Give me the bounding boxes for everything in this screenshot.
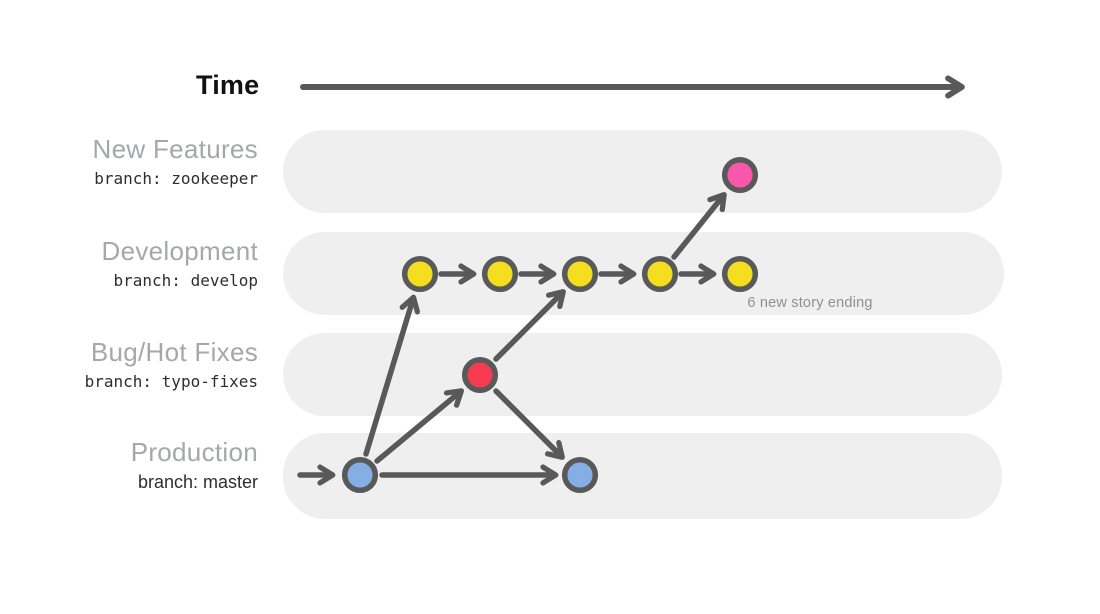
lane-title-development: Development [101,236,258,266]
lane-label-new-features: New Features branch: zookeeper [0,133,258,189]
lane-branch-typo-fixes: branch: typo-fixes [84,372,258,391]
commit-annotation: 6 new story ending [747,295,873,311]
lane-branch-develop: branch: develop [113,271,259,290]
lane-label-production: Production branch: master [0,436,258,492]
lane-title-bug-hot-fixes: Bug/Hot Fixes [90,337,258,367]
lane-title-production: Production [130,437,258,467]
time-axis-label: Time [196,70,260,100]
lane-label-development: Development branch: develop [0,235,259,291]
lane-production [283,433,1002,519]
lane-bug-hot-fixes [283,333,1002,416]
lane-new-features [283,130,1002,213]
lane-branch-zookeeper: branch: zookeeper [94,169,258,188]
lane-label-bug-hot-fixes: Bug/Hot Fixes branch: typo-fixes [0,336,258,392]
lane-branch-master: branch: master [137,472,258,492]
lane-title-new-features: New Features [92,134,258,164]
